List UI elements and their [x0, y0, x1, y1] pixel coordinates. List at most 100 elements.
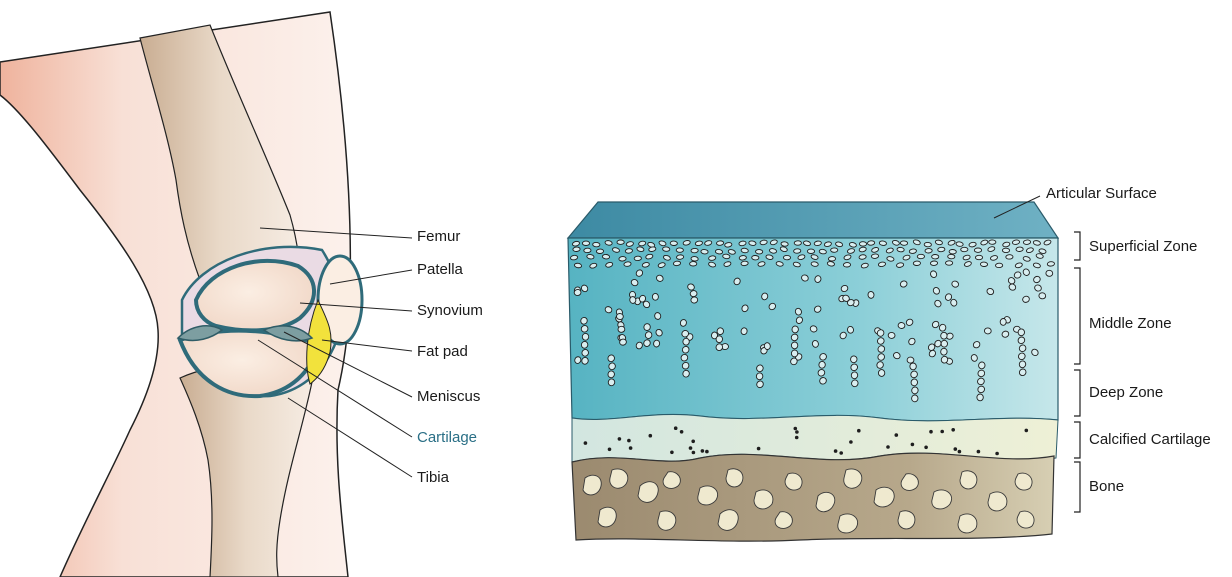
chondrocyte: [888, 332, 895, 338]
label-patella: Patella: [417, 261, 463, 279]
label-deep-zone: Deep Zone: [1089, 384, 1163, 402]
chondrocyte: [984, 328, 991, 334]
chondrocyte: [783, 255, 790, 260]
chondrocyte: [662, 247, 669, 252]
chondrocyte: [617, 240, 624, 244]
chondrocyte: [911, 378, 919, 386]
calcified-dot: [584, 441, 588, 445]
chondrocyte: [907, 357, 914, 363]
calcified-dot: [839, 451, 843, 455]
cartilage-block: [568, 196, 1080, 541]
calcified-dot: [692, 451, 696, 455]
chondrocyte: [690, 262, 697, 266]
chondrocyte: [1006, 255, 1013, 260]
chondrocyte: [930, 261, 937, 266]
chondrocyte: [995, 263, 1002, 268]
calcified-dot: [627, 439, 631, 443]
label-synovium: Synovium: [417, 302, 483, 320]
chondrocyte: [756, 372, 763, 380]
chondrocyte: [949, 249, 956, 254]
articular-surface: [568, 202, 1058, 238]
chondrocyte: [819, 361, 826, 368]
chondrocyte: [956, 241, 964, 246]
chondrocyte: [941, 340, 948, 347]
chondrocyte: [859, 242, 866, 247]
chondrocyte: [910, 363, 916, 370]
label-tibia: Tibia: [417, 469, 449, 487]
calcified-dot: [924, 446, 928, 450]
chondrocyte: [582, 333, 589, 340]
chondrocyte: [602, 254, 610, 259]
chondrocyte: [791, 342, 798, 349]
chondrocyte: [867, 291, 874, 299]
chondrocyte: [878, 370, 885, 377]
calcified-dot: [958, 450, 962, 454]
label-fat-pad: Fat pad: [417, 343, 468, 361]
chondrocyte: [879, 241, 887, 246]
chondrocyte: [716, 241, 724, 246]
label-femur: Femur: [417, 228, 460, 246]
chondrocyte: [582, 241, 589, 245]
chondrocyte: [793, 249, 800, 254]
chondrocyte: [652, 293, 658, 300]
calcified-dot: [857, 429, 861, 433]
chondrocyte: [1016, 247, 1023, 252]
calcified-dot: [940, 430, 944, 434]
chondrocyte: [961, 247, 968, 252]
chondrocyte: [634, 256, 641, 261]
chondrocyte: [584, 248, 591, 253]
chondrocyte: [974, 248, 981, 252]
calcified-dot: [629, 446, 633, 450]
calcified-dot: [674, 426, 678, 430]
chondrocyte: [701, 249, 709, 254]
chondrocyte: [616, 313, 623, 320]
chondrocyte: [741, 261, 749, 266]
chondrocyte: [676, 254, 684, 259]
label-calcified-cartilage: Calcified Cartilage: [1089, 431, 1211, 449]
chondrocyte: [843, 262, 850, 267]
chondrocyte: [593, 242, 600, 247]
chondrocyte: [828, 256, 835, 261]
chondrocyte: [715, 249, 723, 254]
chondrocyte: [807, 249, 814, 253]
chondrocyte: [897, 247, 905, 252]
chondrocyte: [871, 254, 879, 259]
calcified-dot: [701, 449, 705, 453]
chondrocyte: [975, 255, 982, 260]
chondrocyte: [690, 290, 698, 297]
chondrocyte: [941, 332, 948, 339]
chondrocyte: [945, 261, 952, 266]
chondrocyte: [900, 241, 907, 246]
calcified-dot: [795, 430, 799, 434]
chondrocyte: [913, 261, 920, 266]
calcified-dot: [705, 450, 709, 454]
label-middle-zone: Middle Zone: [1089, 315, 1172, 333]
chondrocyte: [683, 338, 690, 346]
label-articular-surface: Articular Surface: [1046, 185, 1157, 203]
calcified-dot: [691, 440, 695, 444]
calcified-dot: [834, 449, 838, 453]
calcified-dot: [849, 440, 853, 444]
chondrocyte: [948, 254, 955, 259]
label-cartilage: Cartilage: [417, 429, 477, 447]
chondrocyte: [618, 326, 625, 332]
chondrocyte: [932, 254, 939, 259]
knee-illustration: [0, 12, 412, 577]
chondrocyte: [781, 241, 789, 246]
calcified-dot: [929, 430, 933, 434]
calcified-dot: [618, 437, 622, 441]
calcified-dot: [794, 427, 798, 431]
chondrocyte: [1002, 248, 1009, 253]
chondrocyte: [573, 247, 580, 252]
chondrocyte: [715, 335, 723, 343]
chondrocyte: [917, 254, 924, 259]
chondrocyte: [1018, 329, 1025, 336]
chondrocyte: [1046, 270, 1053, 276]
calcified-dot: [895, 433, 899, 437]
chondrocyte: [574, 289, 582, 296]
chondrocyte: [940, 348, 948, 356]
chondrocyte: [676, 248, 683, 253]
calcified-dot: [795, 436, 799, 440]
calcified-dot: [608, 448, 612, 452]
